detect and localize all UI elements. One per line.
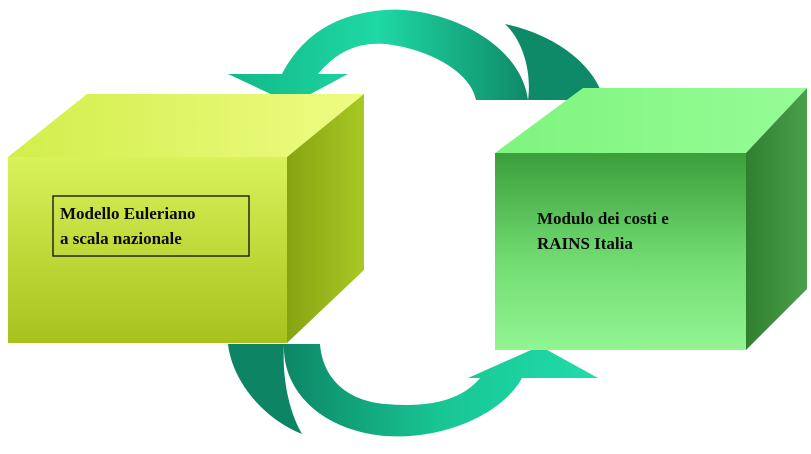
left-cube-label-frame: [52, 195, 250, 257]
right-cube: Modulo dei costi e RAINS Italia: [495, 88, 807, 350]
right-cube-front-face: [495, 153, 746, 350]
left-cube-top-face: [8, 94, 364, 157]
right-cube-label-line2: RAINS Italia: [537, 234, 633, 253]
left-cube-label-line2: a scala nazionale: [60, 229, 182, 248]
bottom-arrow-left-end: [228, 344, 302, 434]
right-cube-top-face: [495, 88, 807, 153]
left-cube-side-face: [287, 94, 364, 343]
bottom-arrow-body: [283, 344, 598, 437]
left-cube: Modello Euleriano a scala nazionale: [8, 94, 364, 343]
top-arrow-right-end: [505, 24, 604, 100]
bottom-curved-arrow: [228, 344, 598, 437]
left-cube-front-face: [8, 157, 287, 343]
top-arrow-body: [228, 9, 528, 104]
right-cube-label-line1: Modulo dei costi e: [537, 209, 669, 228]
top-curved-arrow: [228, 9, 604, 104]
right-cube-side-face: [746, 88, 807, 350]
left-cube-label-line1: Modello Euleriano: [60, 204, 196, 223]
